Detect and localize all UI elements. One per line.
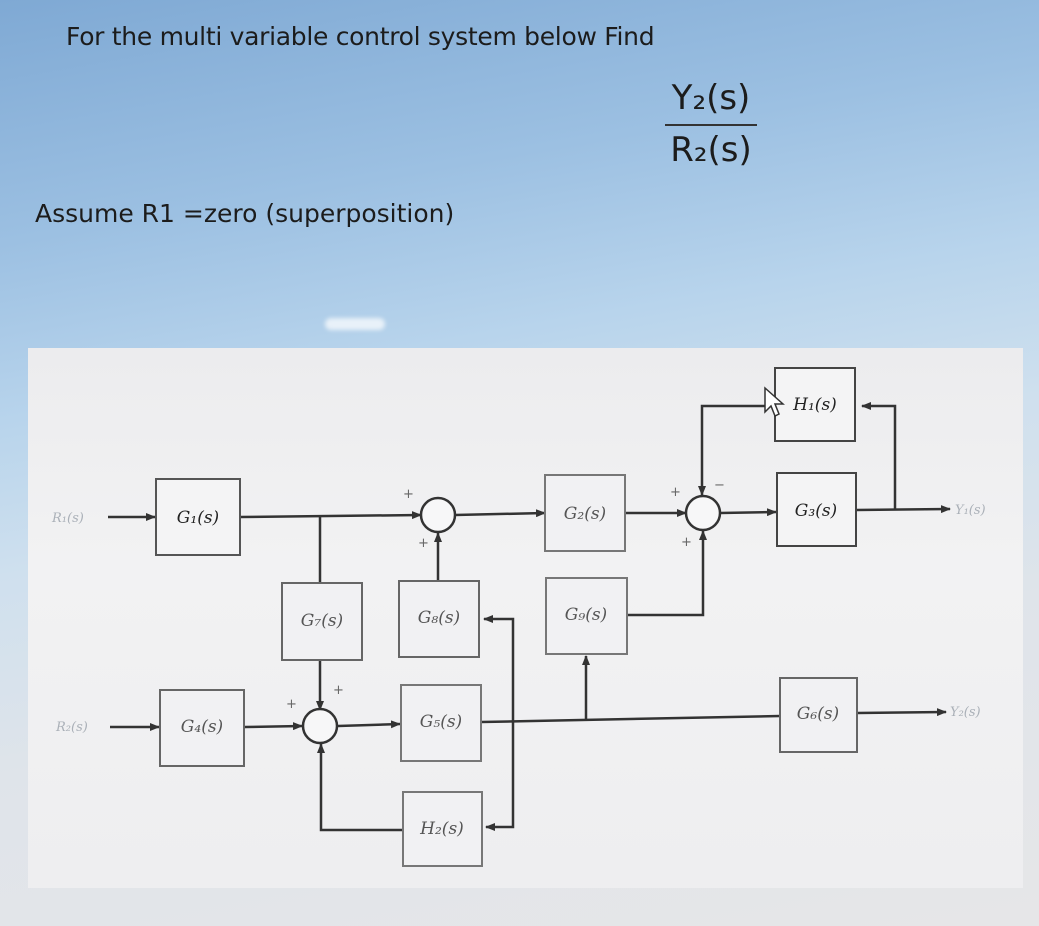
sign-s2-top: − <box>714 478 725 493</box>
block-g5 <box>400 684 482 762</box>
block-g9 <box>545 577 628 655</box>
block-g6-label: G₆(s) <box>797 704 839 724</box>
block-g4 <box>159 689 245 767</box>
block-g4-label: G₄(s) <box>181 717 223 737</box>
summing-junctions <box>301 494 722 745</box>
sign-s2-bottom: + <box>681 535 692 550</box>
block-g8 <box>398 580 480 658</box>
wire-s2-g3 <box>719 508 777 517</box>
sign-s2-left: + <box>670 485 681 500</box>
signal-lines <box>108 402 951 832</box>
fraction-numerator: Y₂(s) <box>671 78 751 118</box>
wire-g5-g8 <box>483 615 515 721</box>
block-h1-label: H₁(s) <box>792 395 837 415</box>
block-g9-label: G₉(s) <box>565 605 607 625</box>
wire-g9-s2 <box>627 530 707 617</box>
block-g8-label: G₈(s) <box>418 608 460 628</box>
sign-s1-top: + <box>403 487 414 502</box>
block-g1-label: G₁(s) <box>177 508 219 528</box>
block-g6 <box>779 677 858 753</box>
summing-junction-1 <box>419 496 457 534</box>
wire-s1-g2 <box>454 509 546 518</box>
block-g7 <box>281 582 363 661</box>
wire-g1-s1 <box>239 511 422 520</box>
wire-g5-g6 <box>480 714 781 724</box>
fraction-denominator: R₂(s) <box>670 130 752 170</box>
question-prompt: For the multi variable control system be… <box>66 22 655 51</box>
block-g5-label: G₅(s) <box>420 712 462 732</box>
wire-y1-h1 <box>861 402 897 509</box>
input-r2-label: R₂(s) <box>55 720 88 735</box>
summing-junction-2 <box>684 494 722 532</box>
sign-s3-top: + <box>333 683 344 698</box>
screen-glare <box>325 318 385 330</box>
sign-s3-left: + <box>286 697 297 712</box>
output-y1-label: Y₁(s) <box>955 503 986 518</box>
wire-g3-y1 <box>855 505 951 514</box>
block-g3-label: G₃(s) <box>795 501 837 521</box>
wire-h2-s3 <box>317 743 402 832</box>
junction-signs: + + + − + + + <box>286 478 725 712</box>
summing-junction-3 <box>301 707 339 745</box>
block-g2-label: G₂(s) <box>564 504 606 524</box>
wire-h1-s2 <box>698 404 775 496</box>
block-g7-label: G₇(s) <box>301 611 343 631</box>
block-g1 <box>155 478 241 556</box>
mouse-cursor-icon <box>764 386 785 418</box>
wire-g4-s3 <box>244 722 303 731</box>
wire-g6-y2 <box>856 708 947 717</box>
block-g3 <box>776 472 857 547</box>
assumption-text: Assume R1 =zero (superposition) <box>35 199 455 228</box>
block-h2 <box>402 791 483 867</box>
diagram-panel <box>28 348 1023 888</box>
blocks: G₁(s) G₂(s) G₃(s) H₁(s) G₇(s) G₈(s) G₉(s… <box>155 367 858 867</box>
block-g2 <box>544 474 626 552</box>
sign-s1-bottom: + <box>418 536 429 551</box>
input-r1-label: R₁(s) <box>51 511 84 526</box>
transfer-function-fraction: Y₂(s) R₂(s) <box>665 78 757 170</box>
block-h2-label: H₂(s) <box>419 819 464 839</box>
output-y2-label: Y₂(s) <box>950 705 981 720</box>
wire-g5-h2 <box>485 721 515 831</box>
wire-s3-g5 <box>337 720 401 729</box>
fraction-bar <box>665 124 757 126</box>
